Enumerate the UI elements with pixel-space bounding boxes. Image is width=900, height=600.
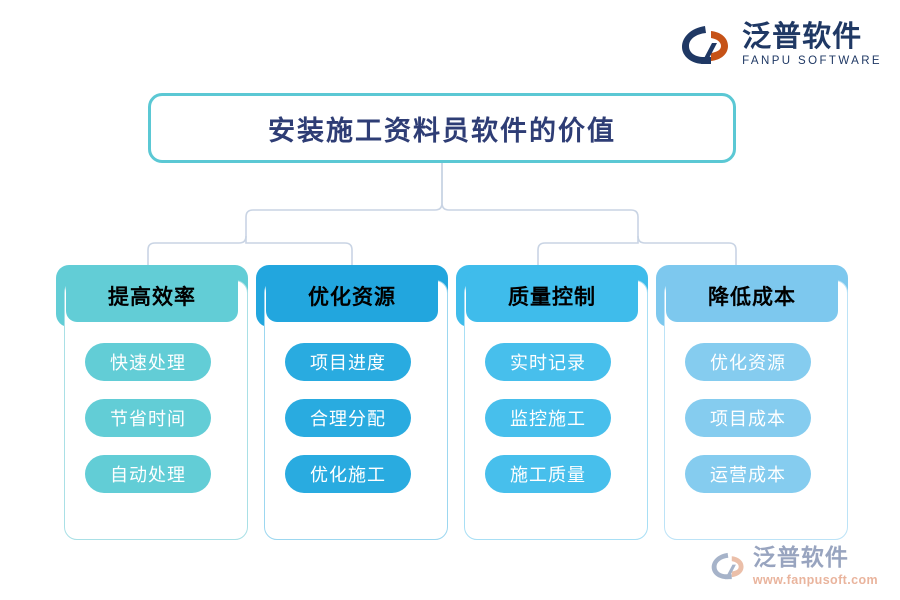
list-item-label: 施工质量: [510, 465, 586, 486]
list-item[interactable]: 项目进度: [285, 343, 411, 381]
list-item[interactable]: 节省时间: [85, 399, 211, 437]
card-header: 降低成本: [666, 270, 838, 322]
brand-logo: 泛普软件 FANPU SOFTWARE: [681, 22, 882, 68]
list-item[interactable]: 优化施工: [285, 455, 411, 493]
list-item-label: 自动处理: [110, 465, 186, 486]
list-item-label: 监控施工: [510, 409, 586, 430]
brand-name-cn: 泛普软件: [742, 19, 863, 53]
card-item-list: 快速处理 节省时间 自动处理: [56, 343, 240, 493]
brand-name-en: FANPU SOFTWARE: [742, 55, 882, 67]
card-header-label: 降低成本: [708, 285, 796, 309]
list-item[interactable]: 施工质量: [485, 455, 611, 493]
list-item[interactable]: 监控施工: [485, 399, 611, 437]
list-item-label: 合理分配: [310, 409, 386, 430]
card-header-label: 提高效率: [108, 285, 196, 309]
list-item[interactable]: 运营成本: [685, 455, 811, 493]
list-item-label: 节省时间: [110, 409, 186, 430]
card-header: 质量控制: [466, 270, 638, 322]
card-header-label: 质量控制: [508, 285, 596, 309]
list-item-label: 快速处理: [110, 353, 186, 374]
list-item[interactable]: 合理分配: [285, 399, 411, 437]
list-item[interactable]: 快速处理: [85, 343, 211, 381]
card-header-label: 优化资源: [308, 285, 396, 309]
list-item[interactable]: 项目成本: [685, 399, 811, 437]
list-item[interactable]: 自动处理: [85, 455, 211, 493]
diagram-title-box: 安装施工资料员软件的价值: [148, 93, 736, 163]
list-item-label: 项目进度: [310, 353, 386, 374]
list-item[interactable]: 实时记录: [485, 343, 611, 381]
watermark-url: www.fanpusoft.com: [752, 572, 878, 587]
card-item-list: 实时记录 监控施工 施工质量: [456, 343, 640, 493]
fanpu-logo-icon: [681, 23, 733, 67]
card-item-list: 项目进度 合理分配 优化施工: [256, 343, 440, 493]
watermark-name-cn: 泛普软件: [752, 544, 849, 571]
fanpu-watermark-icon: [711, 550, 747, 582]
watermark: 泛普软件 www.fanpusoft.com: [711, 544, 878, 587]
card-header: 提高效率: [66, 270, 238, 322]
value-card-improve-efficiency[interactable]: 提高效率 快速处理 节省时间 自动处理: [56, 265, 248, 540]
list-item-label: 优化施工: [310, 465, 386, 486]
value-card-quality-control[interactable]: 质量控制 实时记录 监控施工 施工质量: [456, 265, 648, 540]
value-card-reduce-cost[interactable]: 降低成本 优化资源 项目成本 运营成本: [656, 265, 848, 540]
diagram-title-text: 安装施工资料员软件的价值: [268, 115, 616, 147]
value-card-optimize-resources[interactable]: 优化资源 项目进度 合理分配 优化施工: [256, 265, 448, 540]
value-cards-row: 提高效率 快速处理 节省时间 自动处理 优化资源 项目进度 合理分配: [56, 265, 848, 540]
card-item-list: 优化资源 项目成本 运营成本: [656, 343, 840, 493]
list-item[interactable]: 优化资源: [685, 343, 811, 381]
card-header: 优化资源: [266, 270, 438, 322]
list-item-label: 项目成本: [710, 409, 786, 430]
list-item-label: 优化资源: [710, 353, 786, 374]
list-item-label: 运营成本: [710, 465, 786, 486]
list-item-label: 实时记录: [510, 353, 586, 374]
